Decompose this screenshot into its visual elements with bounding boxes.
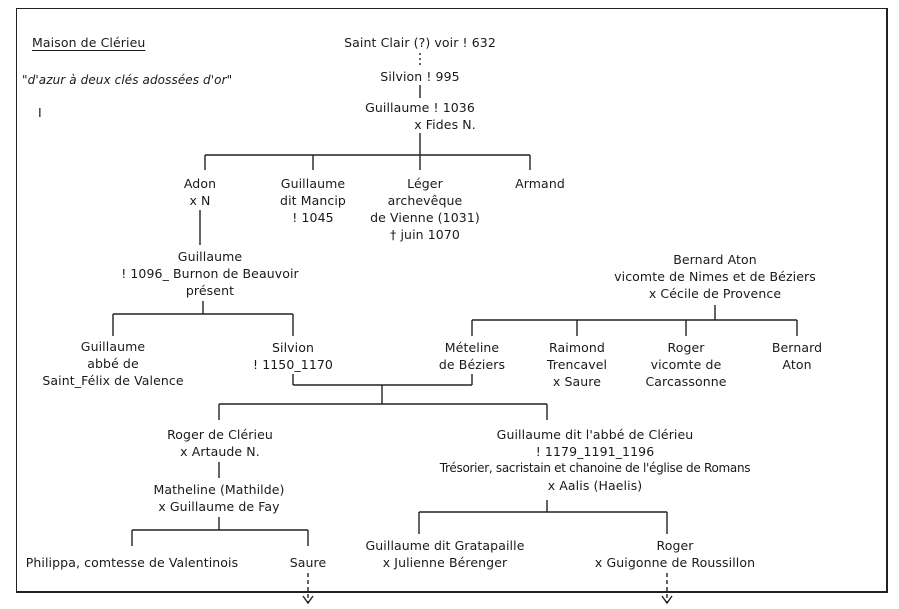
person-matheline: Matheline (Mathilde)x Guillaume de Fay [153,482,285,514]
person-guillaume-abbe-de-clerieu: Guillaume dit l'abbé de Clérieu ! 1179_1… [439,427,751,493]
volume-numeral: I [38,105,42,120]
person-saint-clair: Saint Clair (?) voir ! 632 [344,35,496,50]
person-armand: Armand [515,176,565,191]
coat-of-arms-motto: "d'azur à deux clés adossées d'or" [22,73,233,87]
person-silvion: Silvion ! 995 [380,69,460,84]
person-silvion-ii: Silvion! 1150_1170 [253,340,333,372]
page-title: Maison de Clérieu [32,35,146,50]
person-philippa: Philippa, comtesse de Valentinois [25,555,239,570]
person-saure: Saure [289,555,327,570]
person-guillaume: Guillaume ! 1036 x Fides N. [365,100,476,132]
page-border [16,8,888,593]
